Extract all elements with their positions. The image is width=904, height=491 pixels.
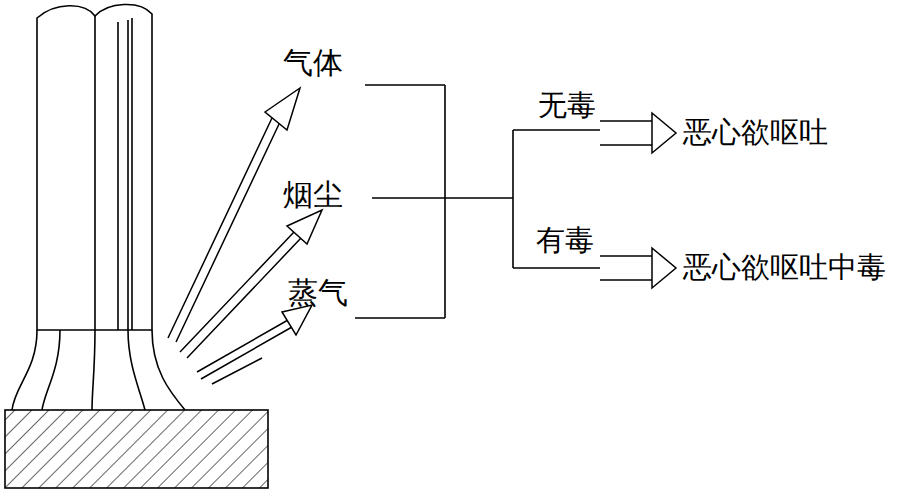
bracket (355, 85, 513, 318)
emission-arrows (168, 88, 322, 384)
arc-flare (128, 330, 145, 410)
toxicity-label: 无毒 (538, 90, 596, 122)
arc-flare (152, 330, 185, 410)
electrode-core (95, 16, 132, 330)
effect-label: 恶心欲呕吐中毒 (683, 252, 886, 284)
split-bracket (513, 130, 600, 268)
emission-label: 烟尘 (283, 178, 343, 211)
workpiece (5, 410, 268, 488)
electrode (37, 4, 152, 330)
effect-label: 恶心欲呕吐 (683, 117, 828, 149)
arc-flare (42, 330, 60, 410)
toxicity-label: 有毒 (536, 225, 594, 257)
result-arrows (600, 113, 676, 288)
arc-flare (92, 330, 95, 410)
emission-label: 气体 (283, 46, 343, 79)
emission-label: 蒸气 (288, 276, 348, 309)
arc-flare (12, 330, 37, 410)
